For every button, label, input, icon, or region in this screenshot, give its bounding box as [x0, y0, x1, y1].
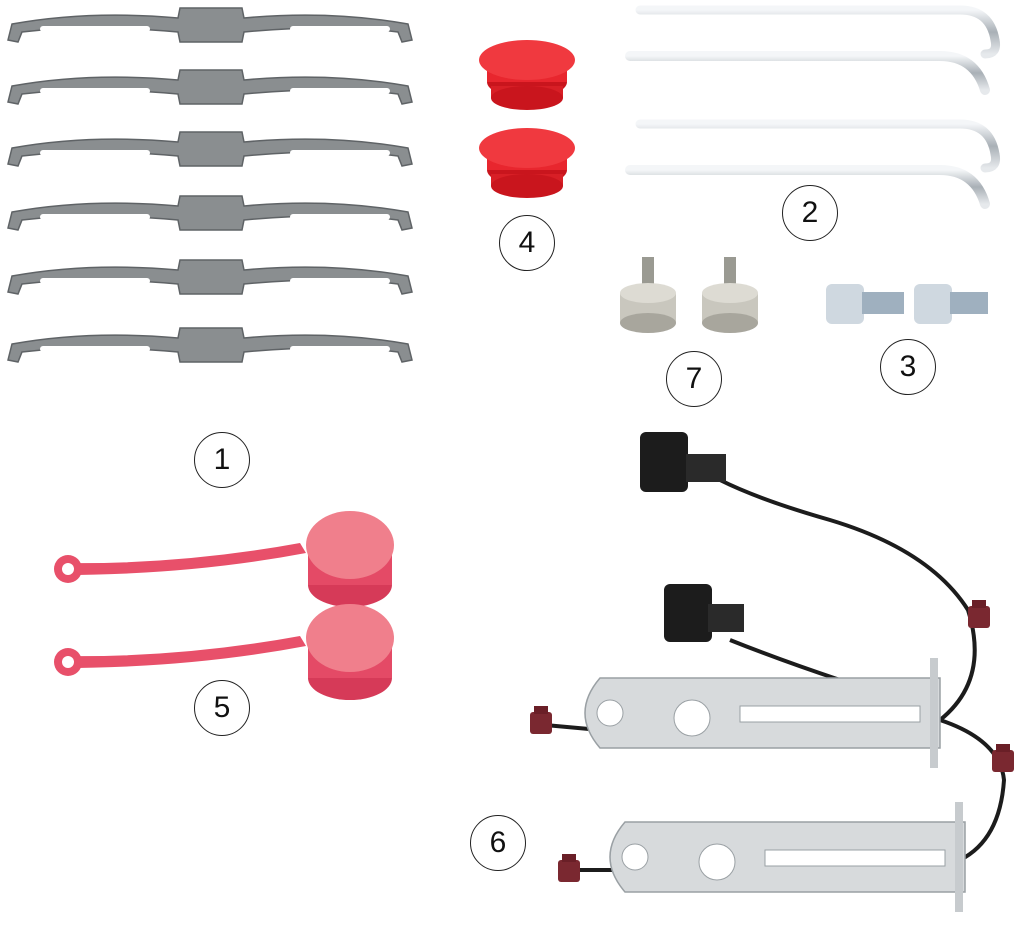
callout-5: 5 [194, 680, 250, 736]
cap-screws [826, 284, 988, 324]
callout-3: 3 [880, 339, 936, 395]
callout-4: 4 [499, 215, 555, 271]
spring-clips [7, 7, 413, 363]
callout-6: 6 [470, 815, 526, 871]
callout-2: 2 [782, 185, 838, 241]
red-plugs [479, 40, 575, 198]
callout-1: 1 [194, 432, 250, 488]
tethered-caps [54, 511, 394, 700]
sensor-assemblies [530, 432, 1014, 913]
bent-rods [630, 10, 996, 204]
callout-7: 7 [666, 351, 722, 407]
shoulder-bolts [620, 257, 758, 333]
